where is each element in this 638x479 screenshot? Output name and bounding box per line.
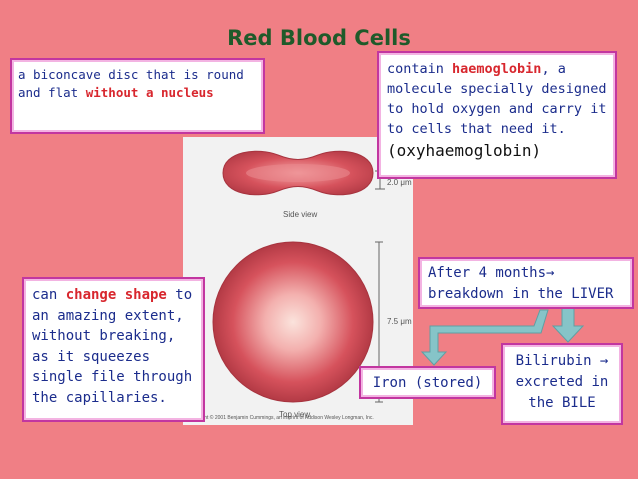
shape-info-box: a biconcave disc that is round and flat … [10, 58, 265, 134]
rbc-figure: 2.0 μm Side view 7.5 μm Top view Copyrig… [183, 137, 413, 425]
iron-info-box: Iron (stored) [359, 366, 496, 399]
change-shape-info-box: can change shape to an amazing extent, w… [22, 277, 205, 422]
measure-top-label: 7.5 μm [387, 317, 412, 326]
liver-text: After 4 months→ breakdown in the LIVER [428, 265, 614, 302]
bile-text: Bilirubin → excreted in the BILE [515, 353, 609, 411]
haemoglobin-text1: contain [387, 61, 453, 77]
change-text1: can [32, 287, 66, 303]
haemoglobin-highlight: haemoglobin [452, 61, 542, 77]
side-view-label: Side view [283, 210, 317, 219]
change-text2: to an amazing extent, without breaking, … [32, 287, 193, 406]
iron-text: Iron (stored) [372, 375, 483, 391]
haemoglobin-info-box: contain haemoglobin, a molecule speciall… [377, 51, 617, 179]
haemoglobin-text2: , a molecule specially designed to hold … [387, 61, 607, 137]
top-view-label: Top view [279, 410, 310, 419]
change-highlight: change shape [65, 287, 167, 303]
copyright-text: Copyright © 2001 Benjamin Cummings, an i… [187, 415, 374, 421]
page-title: Red Blood Cells [227, 26, 411, 50]
shape-text: a biconcave disc that is round and flat [18, 67, 244, 100]
shape-highlight: without a nucleus [85, 85, 214, 100]
oxyhaemoglobin-text: (oxyhaemoglobin) [387, 141, 542, 160]
bile-info-box: Bilirubin → excreted in the BILE [501, 343, 623, 425]
liver-info-box: After 4 months→ breakdown in the LIVER [418, 257, 634, 309]
rbc-illustration: 2.0 μm Side view 7.5 μm Top view [212, 150, 412, 419]
arrow-to-bile [551, 307, 585, 343]
top-view-cell [212, 241, 374, 403]
measure-side-label: 2.0 μm [387, 178, 412, 187]
